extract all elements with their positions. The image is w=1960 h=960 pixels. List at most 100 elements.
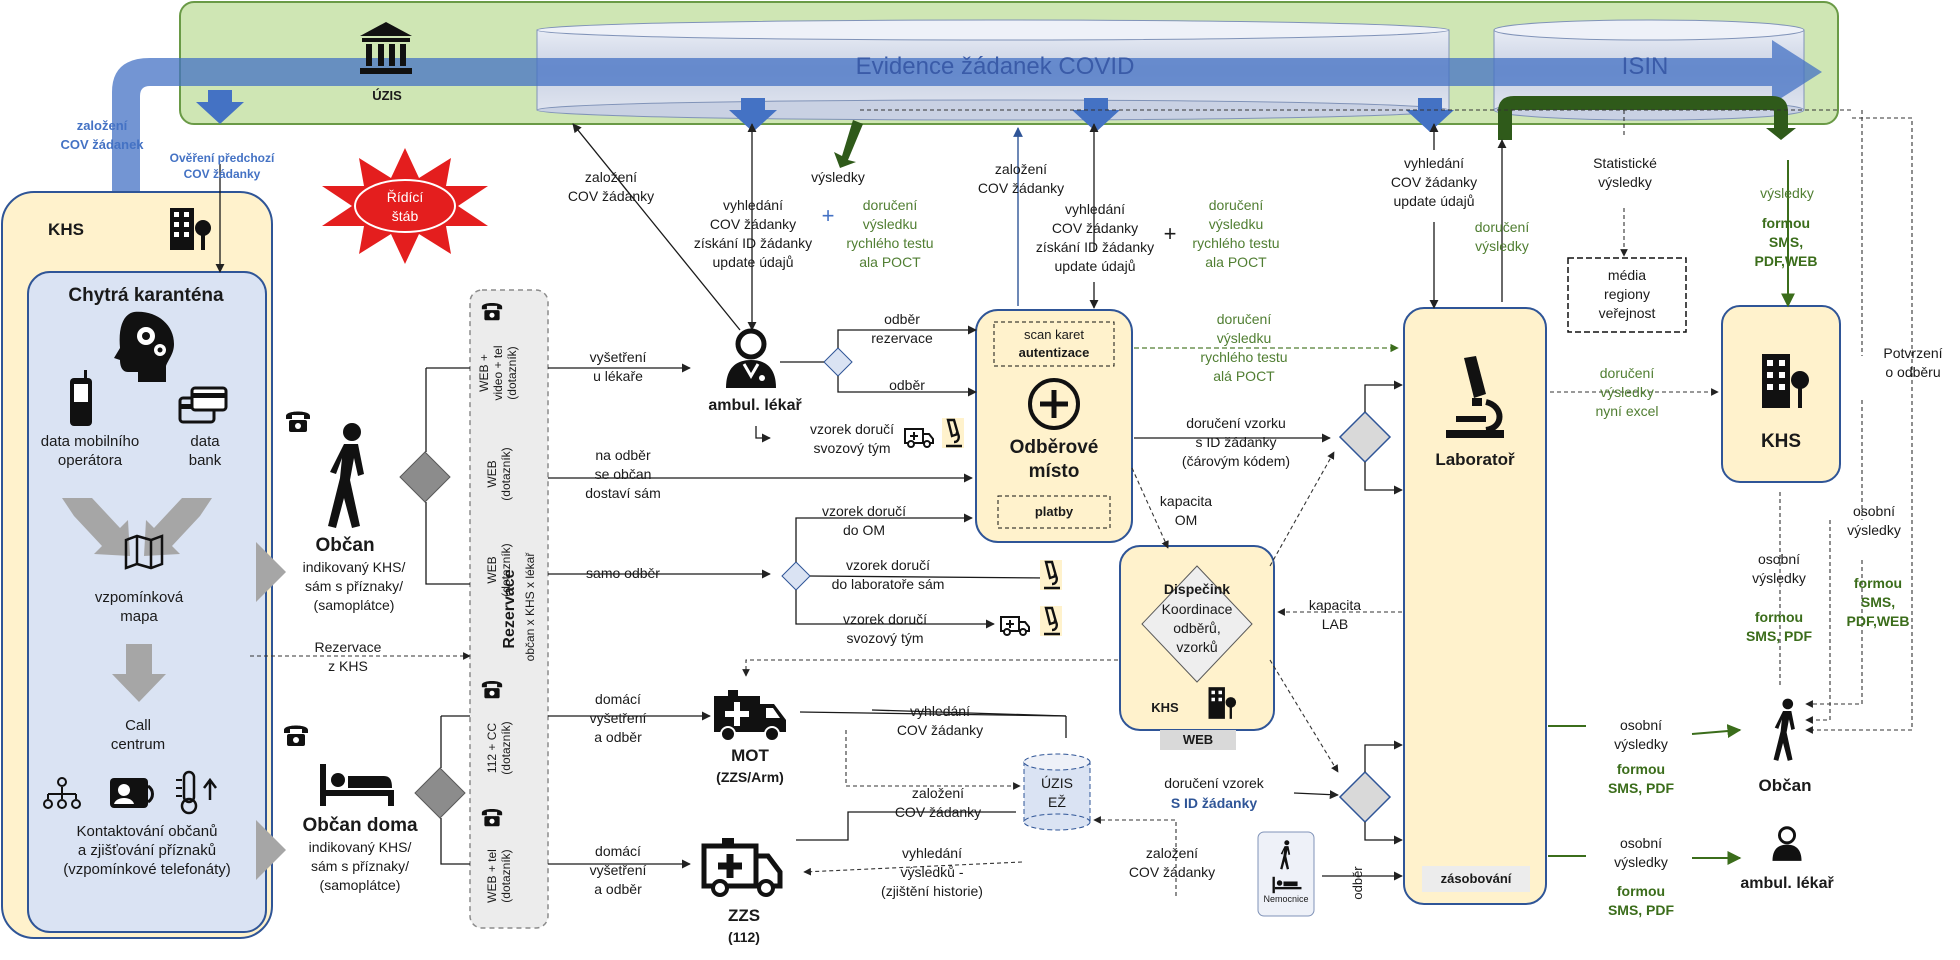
uzis-label: ÚZIS	[372, 88, 402, 103]
doruceni-poct-1: doručení výsledku rychlého testu ala POC…	[846, 197, 934, 270]
na-odber-label: na odběr se občan dostaví sám	[585, 447, 661, 501]
microscope-small-icon	[1040, 560, 1062, 590]
doruceni-poct-2: doručení výsledku rychlého testu ala POC…	[1192, 197, 1280, 270]
kapacita-lab: kapacita LAB	[1308, 597, 1362, 632]
bed-person-icon	[320, 764, 394, 806]
doctor-icon	[1772, 826, 1802, 861]
mobile-phone-icon	[70, 370, 92, 426]
vyhledani-lab: vyhledání COV žádanky update údajů	[1390, 155, 1478, 209]
channel-web-1: WEB (dotazník)	[485, 447, 513, 501]
bank-building-icon	[360, 22, 412, 74]
dashed-connectors	[250, 109, 1913, 896]
formou-sms-pdf-1: formou SMS, PDF	[1745, 609, 1813, 644]
doruceni-vysledky: doručení výsledky	[1474, 219, 1530, 254]
odberove-misto-label: Odběrové místo	[1009, 437, 1099, 482]
formou-sms-web: formou SMS, PDF,WEB	[1754, 215, 1818, 269]
walking-person-icon	[1773, 698, 1795, 761]
small-diamonds	[781, 347, 853, 591]
rezervace-sub: občan x KHS x lékař	[523, 552, 537, 662]
chytra-karantena-box	[27, 271, 267, 933]
evidence-title: Evidence žádanek COVID	[855, 53, 1135, 80]
zalozeni-mot: založení COV žádanky	[894, 785, 982, 820]
microscope-icon	[1446, 356, 1504, 438]
vysledky-green-arrow	[834, 120, 863, 168]
ambulance-icon	[1000, 616, 1030, 636]
office-building-icon	[1208, 687, 1237, 719]
potvrzeni-label: Potvrzení o odběru	[1883, 345, 1943, 380]
chytra-grey-arrows	[62, 498, 286, 880]
rezervace-khs: Rezervace z KHS	[314, 639, 382, 674]
odber-label: odběr	[889, 377, 925, 393]
mobile-data-label: data mobilního operátora	[40, 433, 140, 469]
rezervace-box	[469, 289, 549, 929]
vyhledani-2: vyhledání COV žádanky získání ID žádanky…	[1035, 201, 1155, 274]
telephone-icon	[286, 411, 310, 432]
chytra-title: Chytrá karanténa	[68, 285, 224, 306]
doruceni-vzorku: doručení vzorku s ID žádanky (čárovým kó…	[1181, 415, 1291, 469]
walking-person-icon	[328, 423, 364, 528]
ambul-lekar-label: ambul. lékař	[708, 397, 802, 414]
web-label: WEB	[1182, 732, 1214, 747]
isin-title: ISIN	[1621, 53, 1669, 80]
vzorek-lab: vzorek doručí do laboratoře sám	[831, 557, 945, 592]
walking-person-small-icon	[1280, 840, 1291, 870]
khs-right-title: KHS	[1760, 431, 1802, 452]
vzorek-om: vzorek doručí do OM	[821, 503, 907, 538]
office-building-icon	[170, 208, 211, 250]
zzs-ambulance-icon	[701, 838, 783, 897]
nemocnice-label: Nemocnice	[1263, 894, 1309, 904]
zalozeni-cov-top: založení COV žádanek	[60, 118, 144, 152]
zalozeni-cov-2: založení COV žádanky	[977, 161, 1065, 196]
domaci-1: domácí vyšetření a odběr	[589, 691, 647, 745]
platby-label: platby	[1034, 504, 1074, 519]
ambulance-icon	[904, 428, 934, 448]
microscope-small-icon	[1040, 606, 1062, 636]
samo-odber-label: samo odběr	[586, 565, 660, 581]
vyhledani-mot: vyhledání COV žádanky	[896, 703, 984, 738]
zasobovani-label: zásobování	[1440, 871, 1512, 886]
ambul-lekar-right: ambul. lékař	[1740, 875, 1834, 892]
obcan-doma-sub: indikovaný KHS/ sám s příznaky/ (samoplá…	[308, 839, 412, 893]
band-down-arrows	[196, 90, 1454, 132]
plus-1: +	[821, 203, 835, 228]
zzs-sub: (112)	[728, 929, 760, 945]
osobni-vysledky-4: osobní výsledky	[1614, 835, 1668, 870]
decision-diamonds	[399, 451, 466, 819]
phone-small-icon	[481, 680, 503, 699]
autentizace-label: autentizace	[1018, 345, 1090, 360]
domaci-2: domácí vyšetření a odběr	[589, 843, 647, 897]
network-people-icon	[43, 777, 81, 809]
khs-left-title: KHS	[48, 220, 84, 239]
obcan-label: Občan	[315, 535, 375, 556]
zalozeni-nem: založení COV žádanky	[1128, 845, 1216, 880]
media-label: média regiony veřejnost	[1598, 267, 1656, 321]
vysetreni-label: vyšetření u lékaře	[589, 349, 647, 384]
nemocnice-box	[1257, 831, 1315, 917]
office-building-icon	[1762, 354, 1809, 408]
uzis-ez-cylinder	[1023, 753, 1091, 831]
koordinace-label: Koordinace odběrů, vzorků	[1161, 601, 1233, 655]
formou-sms-pdf-3: formou SMS, PDF	[1607, 761, 1675, 796]
obcan-right: Občan	[1758, 776, 1812, 795]
osobni-vysledky-1: osobní výsledky	[1752, 551, 1806, 586]
obcan-doma-label: Občan doma	[302, 815, 418, 836]
doctor-icon	[726, 328, 776, 388]
mot-label: MOT	[731, 746, 769, 765]
vyhledani-vysl: vyhledání výsledků - (zjištění historie)	[881, 845, 983, 899]
plus-2: +	[1163, 221, 1177, 246]
media-box	[1567, 257, 1687, 333]
contact-label: Kontaktování občanů a zjišťování příznak…	[63, 823, 231, 878]
plus-circle-icon	[1028, 378, 1080, 430]
statisticke-label: Statistické výsledky	[1593, 155, 1657, 190]
uzis-ez-label: ÚZIS EŽ	[1041, 775, 1073, 810]
isin-to-khs-arrow	[1498, 96, 1796, 140]
bank-data-label: data bank	[188, 433, 222, 469]
odber-rezervace: odběr rezervace	[871, 311, 933, 346]
vzorek-svozovy-1: vzorek doručí svozový tým	[809, 421, 895, 456]
osobni-vysledky-3: osobní výsledky	[1614, 717, 1668, 752]
phone-small-icon	[481, 302, 503, 321]
doruceni-vzorek-id: doručení vzorek	[1164, 775, 1264, 791]
zalozeni-cov-1: založení COV žádanky	[567, 169, 655, 204]
zzs-label: ZZS	[727, 906, 761, 925]
